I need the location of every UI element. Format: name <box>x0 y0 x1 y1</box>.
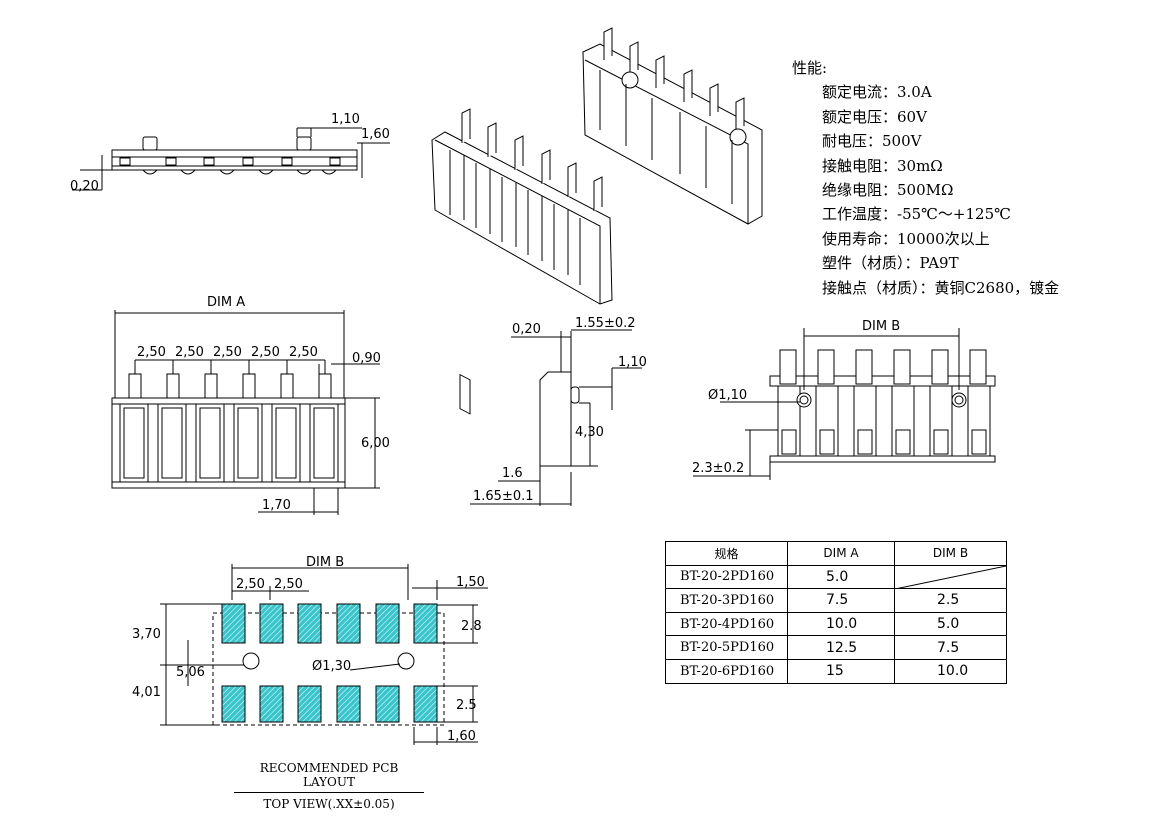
cell-dim-b: 5.0 <box>894 611 1007 637</box>
rear-dim-23: 2.3±0.2 <box>692 461 744 476</box>
dimension-table: 规格 DIM A DIM B BT-20-2PD160 5.0 BT-20-3P… <box>665 541 1007 684</box>
table-row: BT-20-6PD160 15 10.0 <box>665 658 1007 684</box>
dim-165: 1.65±0.1 <box>473 489 534 504</box>
spec-rated-voltage: 额定电压：60V <box>822 107 927 126</box>
pcb-dim-25: 2.5 <box>456 698 477 713</box>
spec-withstand-voltage: 耐电压：500V <box>822 132 922 151</box>
header-model: 规格 <box>665 541 788 566</box>
side-view <box>470 329 642 506</box>
dim-110: 1,10 <box>618 355 647 370</box>
dim-600: 6,00 <box>361 436 390 451</box>
spec-rated-current: 额定电流：3.0A <box>822 83 932 102</box>
pcb-pads <box>221 603 438 723</box>
spec-insulation-resistance: 绝缘电阻：500MΩ <box>822 181 954 200</box>
cell-dim-a: 10.0 <box>787 611 895 637</box>
rear-dim-b-label: DIM B <box>862 319 900 334</box>
dim-pitch-3: 2,50 <box>213 345 242 360</box>
pcb-dim-370: 3,70 <box>132 627 161 642</box>
dim-430: 4,30 <box>575 425 604 440</box>
diagonal-line <box>895 565 1006 589</box>
cell-dim-a: 5.0 <box>787 564 895 590</box>
table-row: BT-20-2PD160 5.0 <box>665 564 1007 590</box>
dim-155: 1.55±0.2 <box>575 316 636 331</box>
cell-dim-a: 7.5 <box>787 588 895 613</box>
pcb-dim-401: 4,01 <box>132 685 161 700</box>
dim-16: 1.6 <box>502 466 523 481</box>
cell-model: BT-20-4PD160 <box>665 611 788 637</box>
header-dim-a: DIM A <box>787 541 895 566</box>
pcb-dim-150: 1,50 <box>456 575 485 590</box>
table-row: BT-20-3PD160 7.5 2.5 <box>665 588 1007 613</box>
rear-view <box>693 328 996 480</box>
spec-plastic-material: 塑件（材质）：PA9T <box>822 254 959 273</box>
cell-model: BT-20-5PD160 <box>665 635 788 660</box>
cell-model: BT-20-6PD160 <box>665 658 788 684</box>
pcb-pitch-1: 2,50 <box>236 577 265 592</box>
dim-170: 1,70 <box>262 498 291 513</box>
dim-pitch-2: 2,50 <box>175 345 204 360</box>
pcb-pitch-2: 2,50 <box>274 577 303 592</box>
isometric-rear-view <box>582 27 763 225</box>
front-view <box>111 310 380 515</box>
cell-dim-b: 7.5 <box>894 635 1007 660</box>
pcb-dim-28: 2.8 <box>461 619 482 634</box>
cell-dim-a: 15 <box>787 658 895 684</box>
performance-title: 性能: <box>792 59 828 77</box>
pcb-dim-506: 5,06 <box>176 665 205 680</box>
pcb-dim-hole: Ø1,30 <box>312 659 351 674</box>
top-side-view <box>72 127 390 191</box>
dim-pitch-5: 2,50 <box>289 345 318 360</box>
pcb-caption-title: RECOMMENDED PCB LAYOUT <box>234 761 424 793</box>
dim-090: 0,90 <box>352 351 381 366</box>
cell-dim-b: 10.0 <box>894 658 1007 684</box>
spec-operating-temperature: 工作温度：-55℃～+125℃ <box>822 205 1011 224</box>
pcb-caption-subtitle: TOP VIEW(.XX±0.05) <box>263 797 395 811</box>
performance-specs: 性能: 额定电流：3.0A 额定电压：60V 耐电压：500V 接触电阻：30m… <box>792 56 1059 300</box>
spec-contact-resistance: 接触电阻：30mΩ <box>822 156 943 175</box>
cell-dim-b-empty <box>894 564 1007 590</box>
dim-offset: 0,20 <box>70 179 99 194</box>
dim-pitch-4: 2,50 <box>251 345 280 360</box>
spec-service-life: 使用寿命：10000次以上 <box>822 229 990 248</box>
pcb-layout <box>160 564 488 745</box>
table-header-row: 规格 DIM A DIM B <box>665 541 1007 566</box>
pcb-dim-b-label: DIM B <box>306 555 344 570</box>
header-dim-b: DIM B <box>894 541 1007 566</box>
dim-height: 1,60 <box>361 127 390 142</box>
isometric-front-view <box>431 108 613 415</box>
table-row: BT-20-5PD160 12.5 7.5 <box>665 635 1007 660</box>
pcb-dim-160: 1,60 <box>447 729 476 744</box>
cell-model: BT-20-3PD160 <box>665 588 788 613</box>
cell-model: BT-20-2PD160 <box>665 564 788 590</box>
cell-dim-a: 12.5 <box>787 635 895 660</box>
dim-a-label: DIM A <box>207 295 245 310</box>
cell-dim-b: 2.5 <box>894 588 1007 613</box>
dim-020: 0,20 <box>512 322 541 337</box>
table-row: BT-20-4PD160 10.0 5.0 <box>665 611 1007 637</box>
spec-contact-material: 接触点（材质）：黄铜C2680，镀金 <box>822 278 1060 297</box>
pcb-caption: RECOMMENDED PCB LAYOUT TOP VIEW(.XX±0.05… <box>234 761 424 811</box>
rear-dim-hole: Ø1,10 <box>708 388 747 403</box>
dim-pin-width: 1,10 <box>331 112 360 127</box>
dim-pitch-1: 2,50 <box>137 345 166 360</box>
